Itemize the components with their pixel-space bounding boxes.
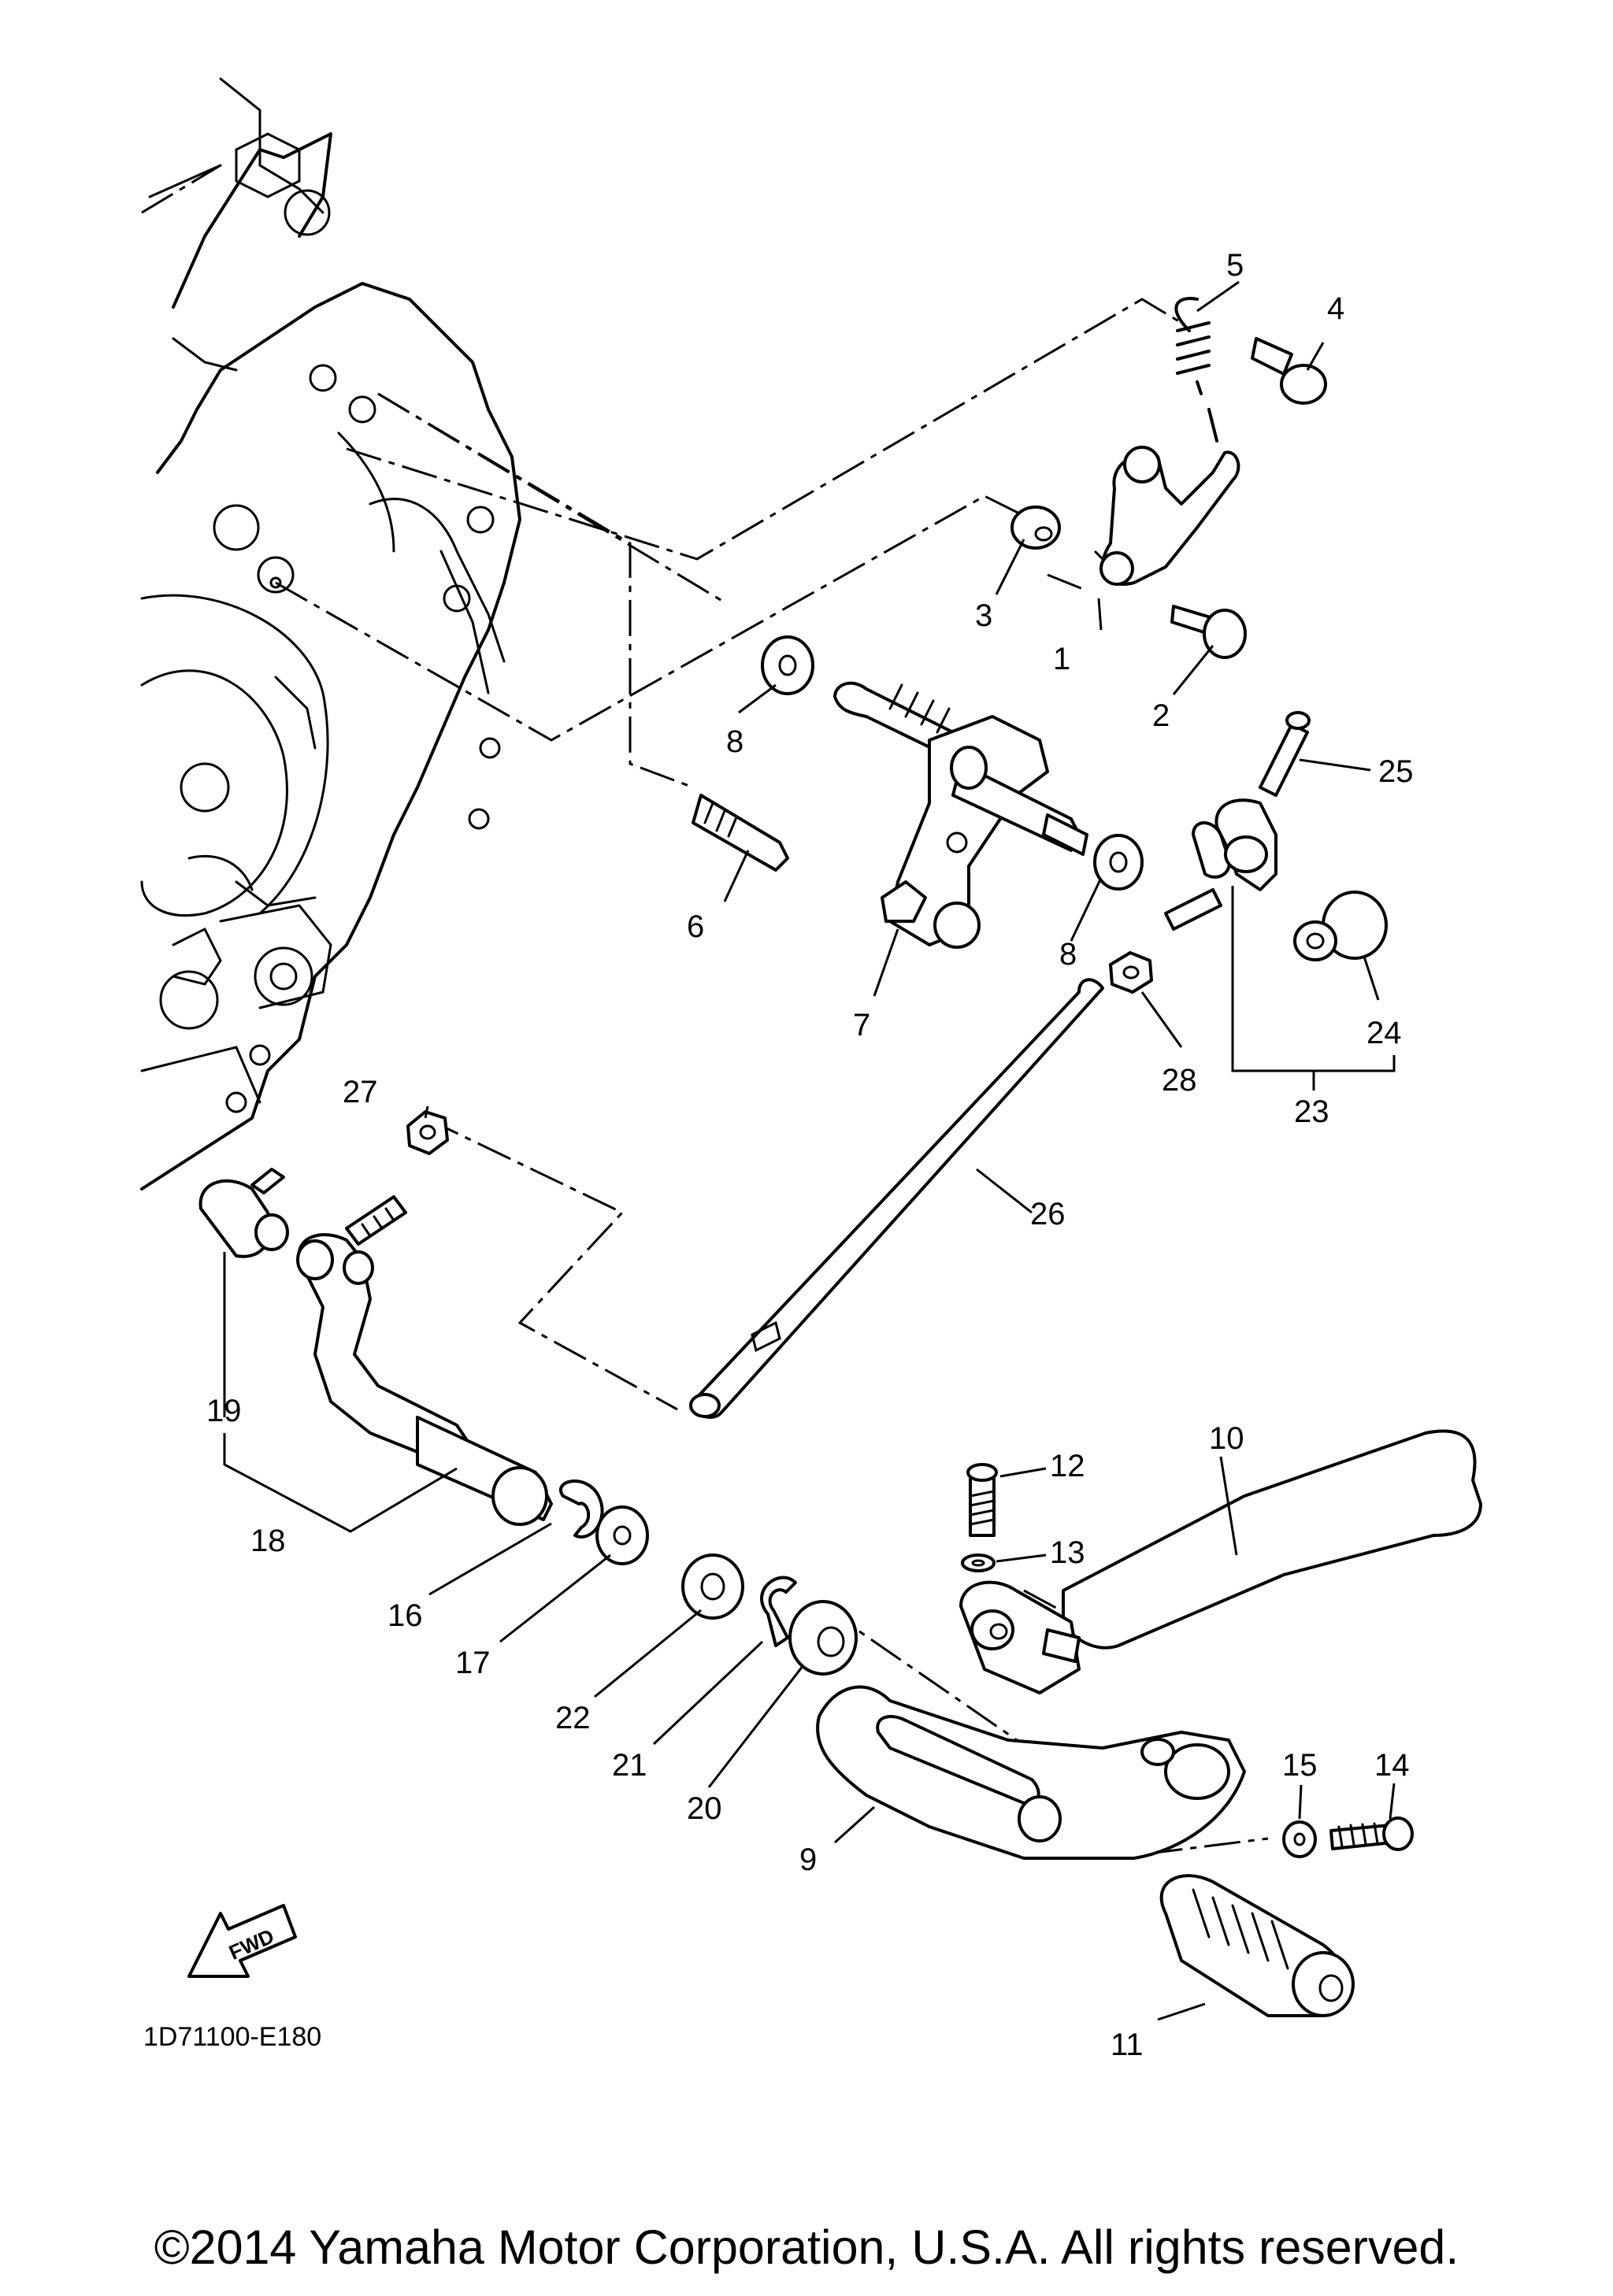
callout-6: 6: [687, 909, 704, 944]
callout-26: 26: [1030, 1197, 1066, 1231]
nut-part: [406, 1110, 449, 1155]
callout-12: 12: [1050, 1449, 1085, 1483]
callout-1: 1: [1053, 642, 1070, 676]
callout-4: 4: [1327, 291, 1344, 326]
callout-7: 7: [853, 1008, 870, 1042]
shift-rod-part: [689, 978, 1104, 1419]
stopper-lever-part: [1099, 446, 1240, 586]
callout-13: 13: [1050, 1535, 1085, 1570]
callout-23: 23: [1294, 1094, 1329, 1129]
rod-end-assembly-part: [1164, 711, 1388, 961]
callout-20: 20: [687, 1791, 722, 1826]
callout-19: 19: [206, 1394, 242, 1428]
collar-part: [1010, 505, 1061, 550]
washer-part: [761, 635, 1144, 891]
shift-shaft-part: [833, 681, 1088, 949]
washer-part: [961, 1554, 996, 1572]
callout-10: 10: [1209, 1421, 1244, 1456]
washer-stack-part: [559, 1479, 858, 1676]
callout-25: 25: [1378, 754, 1414, 789]
callout-9: 9: [799, 1842, 817, 1877]
callout-28: 28: [1162, 1063, 1197, 1098]
callout-15: 15: [1282, 1748, 1318, 1783]
callout-5: 5: [1226, 248, 1244, 283]
pedal-rubber-part: [1159, 1874, 1355, 2017]
heel-bolt-part: [1329, 1816, 1414, 1851]
heel-pedal-part: [816, 1685, 1246, 1860]
callout-numbers: 1 2 3 4 5 6 7 8 8 9 10 11 12 13 14 15 16…: [206, 248, 1414, 2062]
callout-11: 11: [1111, 2028, 1144, 2062]
callout-16: 16: [387, 1598, 423, 1633]
callout-17: 17: [455, 1646, 491, 1680]
dowel-pin-part: [692, 794, 789, 872]
torsion-spring-part: [1174, 297, 1218, 443]
fwd-label: FWD: [225, 1924, 277, 1965]
rod-end-rear-part: [198, 1168, 407, 1258]
cap-bolt-part: [966, 1463, 998, 1537]
shift-pedal-front-part: [959, 1429, 1482, 1694]
diagram-code: 1D71100-E180: [143, 2022, 321, 2052]
copyright-notice: ©2014 Yamaha Motor Corporation, U.S.A. A…: [154, 2220, 1459, 2274]
callout-22: 22: [555, 1701, 591, 1735]
callout-2: 2: [1152, 698, 1170, 733]
callout-8: 8: [726, 724, 743, 759]
crankcase-outline: [140, 77, 521, 1191]
callout-14: 14: [1374, 1748, 1410, 1783]
callout-24: 24: [1366, 1016, 1402, 1050]
callout-3: 3: [975, 598, 992, 633]
callout-leaders: [223, 280, 1396, 2021]
callout-18: 18: [250, 1524, 286, 1558]
forward-direction-arrow-icon: FWD: [187, 1904, 297, 1978]
pin-part: [1251, 337, 1327, 405]
flange-bolt-part: [1170, 605, 1247, 659]
shift-arm-part: [296, 1233, 553, 1526]
callout-8-lower: 8: [1059, 937, 1077, 972]
washer-part: [1282, 1820, 1317, 1858]
callout-27: 27: [343, 1075, 378, 1109]
callout-21: 21: [612, 1748, 647, 1783]
nut-part: [1109, 951, 1153, 994]
